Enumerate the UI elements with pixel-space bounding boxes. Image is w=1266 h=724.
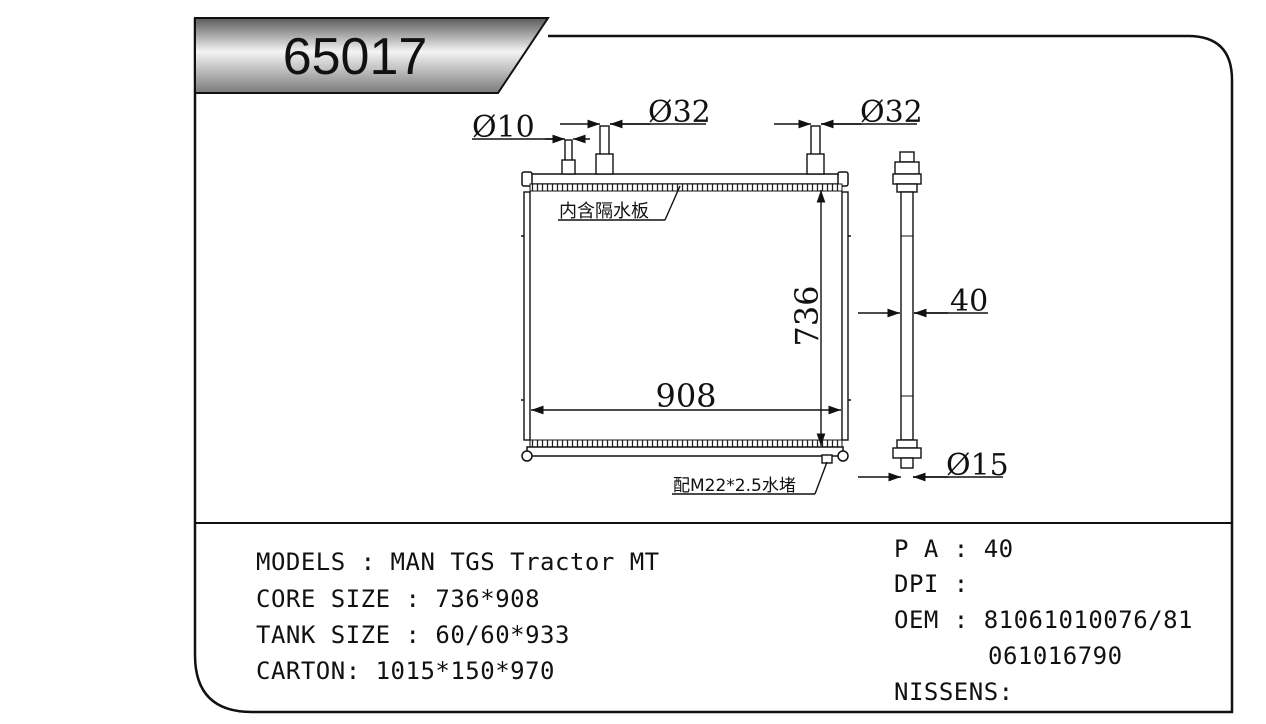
dimension-lines (472, 119, 1003, 495)
spec-tank-size: TANK SIZE : 60/60*933 (256, 621, 570, 649)
note-plug: 配M22*2.5水堵 (673, 476, 796, 496)
part-number-tab (194, 17, 550, 94)
radiator-front-view (521, 125, 851, 464)
spec-oem-line2: 061016790 (988, 642, 1123, 670)
spec-core-size: CORE SIZE : 736*908 (256, 585, 541, 613)
spec-pa: P A : 40 (894, 535, 1014, 563)
dim-width: 908 (655, 377, 716, 415)
frame-border (193, 18, 1234, 714)
dim-inlet-right: Ø32 (860, 95, 923, 130)
spec-dpi: DPI : (894, 570, 969, 598)
dim-outlet: Ø15 (946, 448, 1009, 483)
dim-height: 736 (788, 285, 826, 346)
part-number: 65017 (283, 28, 428, 86)
note-baffle: 内含隔水板 (559, 201, 649, 222)
spec-models: MODELS : MAN TGS Tractor MT (256, 548, 660, 576)
dim-inlet-left: Ø32 (648, 95, 711, 130)
dim-thickness: 40 (950, 284, 988, 319)
radiator-side-view (892, 151, 922, 469)
spec-oem-line1: OEM : 81061010076/81 (894, 606, 1193, 634)
dim-inlet-small: Ø10 (472, 110, 535, 145)
spec-carton: CARTON: 1015*150*970 (256, 657, 555, 685)
spec-nissens: NISSENS: (894, 678, 1014, 706)
